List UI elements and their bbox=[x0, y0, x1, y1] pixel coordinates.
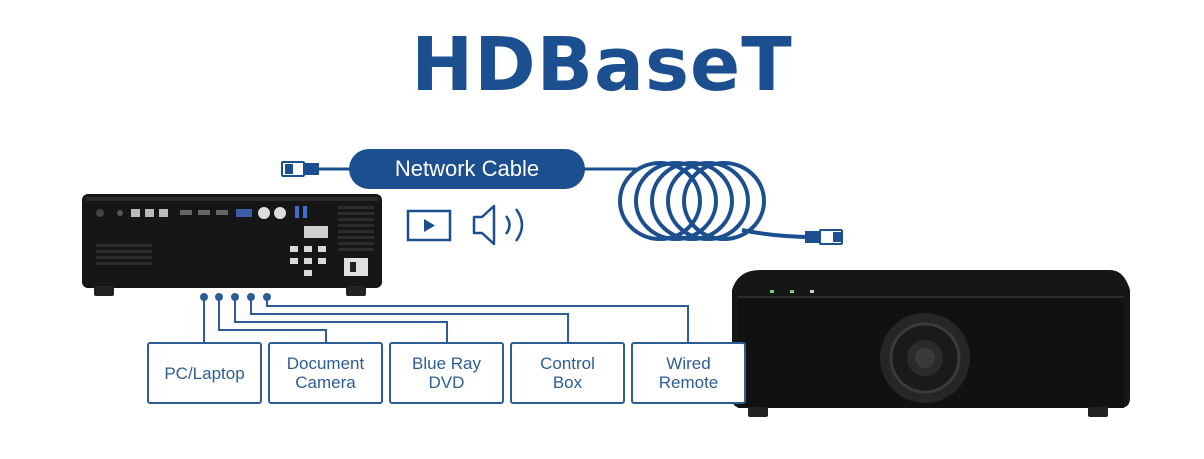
network-cable-label: Network Cable bbox=[349, 149, 585, 189]
source-label: Control Box bbox=[540, 354, 595, 392]
coiled-cable-icon bbox=[618, 161, 807, 241]
rj45-plug-right-icon bbox=[805, 229, 843, 245]
source-label: Wired Remote bbox=[658, 354, 719, 392]
projector-rear bbox=[82, 194, 382, 296]
connection-lines bbox=[203, 298, 689, 343]
source-label: Document Camera bbox=[286, 354, 365, 392]
page-title: HDBaseT bbox=[411, 22, 793, 108]
source-box-document-camera: Document Camera bbox=[268, 342, 383, 404]
source-box-control-box: Control Box bbox=[510, 342, 625, 404]
source-label: PC/Laptop bbox=[164, 363, 245, 383]
rj45-plug-left-icon bbox=[281, 161, 319, 177]
source-box-blue-ray-dvd: Blue Ray DVD bbox=[389, 342, 504, 404]
speaker-icon bbox=[472, 204, 524, 246]
source-box-pc-laptop: PC/Laptop bbox=[147, 342, 262, 404]
projector-front bbox=[732, 270, 1130, 417]
source-label: Blue Ray DVD bbox=[412, 354, 481, 392]
source-box-wired-remote: Wired Remote bbox=[631, 342, 746, 404]
play-icon bbox=[406, 209, 452, 242]
connector-dots bbox=[200, 293, 271, 301]
